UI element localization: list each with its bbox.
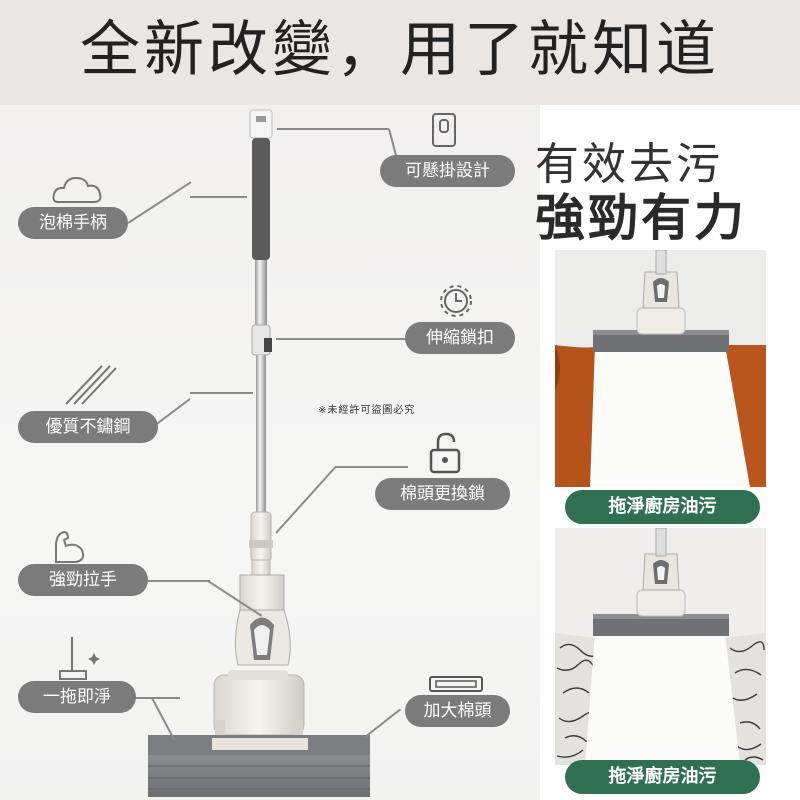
leader-replace-b <box>336 466 408 468</box>
leader-wipe <box>135 697 180 699</box>
leader-lock <box>276 338 406 340</box>
arm-icon <box>55 530 85 563</box>
right-subtitle: 有效去污 <box>535 139 723 190</box>
feature-one-wipe-pill: 一拖即淨 <box>18 681 136 713</box>
top-banner: 全新改變，用了就知道 <box>0 0 800 105</box>
feature-stainless-pill: 優質不鏽鋼 <box>18 411 158 443</box>
lines-icon <box>65 365 117 405</box>
sponge-head-icon <box>429 676 483 692</box>
feature-larger-head-pill: 加大棉頭 <box>405 695 510 727</box>
hair-scene <box>555 528 766 765</box>
mop-illustration <box>148 109 370 797</box>
caption-oil-2: 拖淨廚房油污 <box>565 760 760 794</box>
leader-pull <box>148 580 210 582</box>
feature-foam-handle-pill: 泡棉手柄 <box>18 207 128 239</box>
broom-sparkle-icon <box>59 637 100 680</box>
oil-scene <box>555 250 766 487</box>
photo-hair-clean <box>555 528 766 765</box>
feature-replace-lock-pill: 棉頭更換鎖 <box>375 478 510 510</box>
unlock-icon <box>429 432 461 474</box>
feature-telescopic-lock-pill: 伸縮鎖扣 <box>405 322 515 354</box>
photo-oil-clean <box>555 250 766 487</box>
right-headline: 強勁有力 <box>535 189 747 247</box>
feature-hanging-pill: 可懸掛設計 <box>380 155 515 187</box>
gear-timer-icon <box>440 285 472 317</box>
cloud-icon <box>52 176 102 203</box>
hook-icon <box>432 113 456 147</box>
banner-title: 全新改變，用了就知道 <box>80 15 720 85</box>
leader-stainless-b <box>190 392 253 394</box>
copyright-notice: ※未經許可盜圖必究 <box>318 405 416 416</box>
leader-foam-b <box>190 196 247 198</box>
caption-oil-1: 拖淨廚房油污 <box>565 490 760 524</box>
leader-hanging <box>277 128 389 130</box>
feature-strong-pull-pill: 強勁拉手 <box>18 564 148 596</box>
